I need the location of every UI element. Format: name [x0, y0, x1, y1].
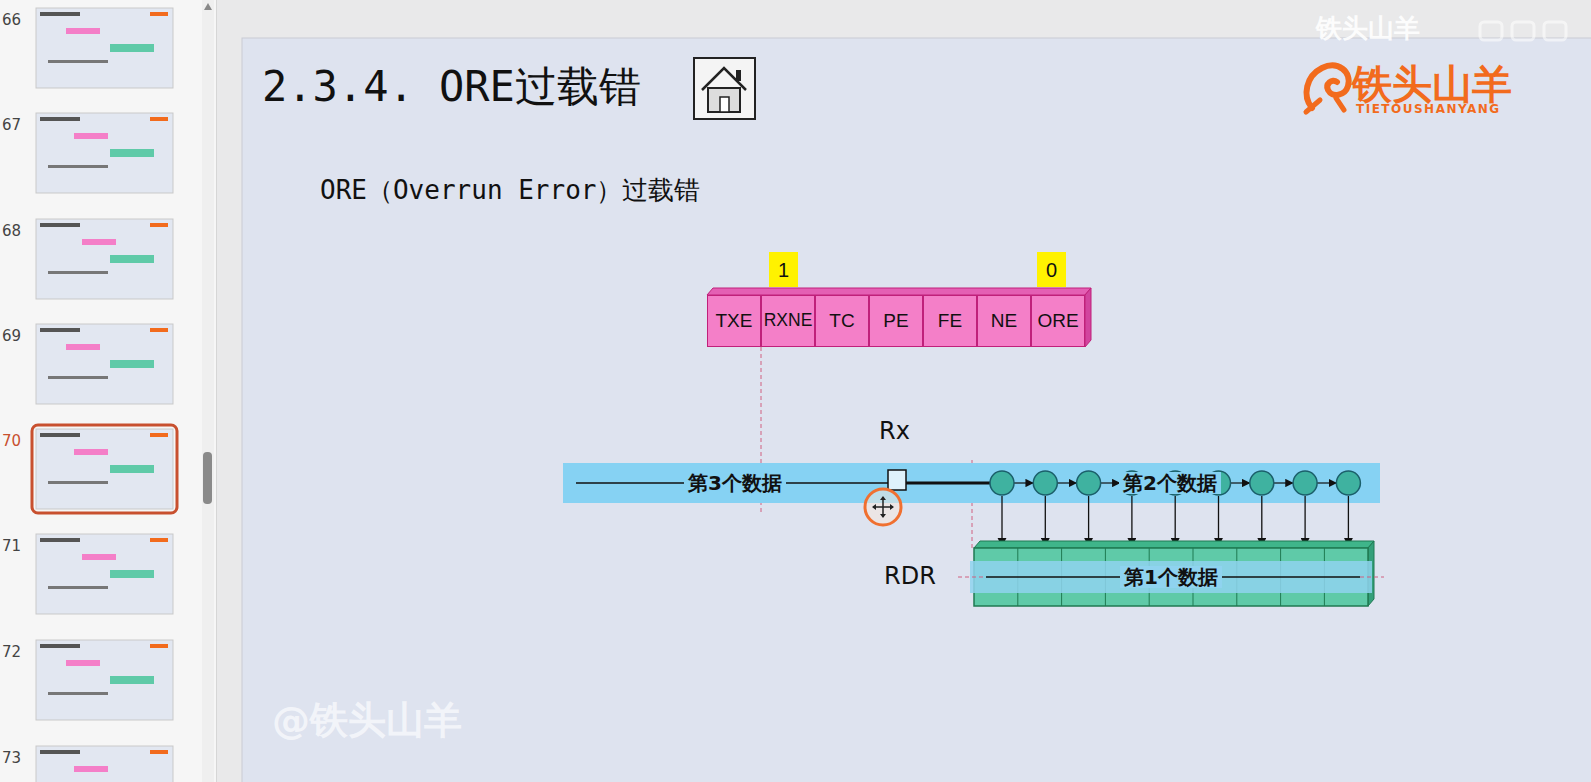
- register-shading: [707, 288, 1091, 347]
- slide-number: 73: [2, 750, 21, 767]
- slide-number: 71: [2, 538, 21, 555]
- sidebar: [0, 0, 216, 782]
- node-text: 0: [1046, 259, 1057, 281]
- slide-number: 67: [2, 117, 21, 134]
- watermark: 铁头山羊: [1316, 14, 1420, 43]
- mouse-cursor: [865, 489, 901, 525]
- subtitle: ORE（Overrun Error）过载错: [320, 176, 700, 205]
- data-band: [970, 561, 1372, 593]
- node-text: TXE: [716, 311, 753, 332]
- logo-icon: [1306, 65, 1349, 112]
- shift-register-bits: [990, 471, 1360, 546]
- rx-pin: [888, 470, 906, 490]
- slide-thumbnails: [32, 8, 177, 782]
- status-flag-cell: TXE: [707, 295, 761, 347]
- status-flag-cell: FE: [923, 295, 977, 347]
- node-text: RXNE: [764, 311, 813, 330]
- logo-text: 铁头山羊: [1352, 62, 1512, 106]
- slide-number: 72: [2, 644, 21, 661]
- node-text: PE: [883, 311, 908, 332]
- rx-band: [563, 463, 1380, 503]
- flag-value: 0: [1037, 252, 1066, 287]
- scroll-thumb: [203, 452, 212, 504]
- node-text: FE: [938, 311, 962, 332]
- slide-title: 2.3.4. ORE过载错: [262, 64, 641, 110]
- scrollbar: [202, 0, 214, 782]
- node-text: ORE: [1037, 311, 1078, 332]
- node-text: TC: [829, 311, 854, 332]
- status-flag-cell: ORE: [1031, 295, 1085, 347]
- register-name: RDR: [884, 563, 936, 589]
- status-flag-cell: PE: [869, 295, 923, 347]
- status-flag-cell: NE: [977, 295, 1031, 347]
- status-flag-cell: RXNE: [761, 295, 815, 347]
- status-flag-cell: TC: [815, 295, 869, 347]
- slide-number: 70: [2, 433, 21, 450]
- node-text: 第1个数据: [1120, 566, 1222, 588]
- slide-number: 68: [2, 223, 21, 240]
- home-icon: [694, 58, 755, 119]
- slide-number: 66: [2, 12, 21, 29]
- data-band: 第2个数据: [960, 463, 1380, 503]
- data-band: 第3个数据: [590, 463, 880, 503]
- node-text: NE: [991, 311, 1017, 332]
- slide-number: 69: [2, 328, 21, 345]
- flag-value: 1: [769, 252, 798, 287]
- slide-background: [242, 38, 1591, 782]
- data-line: [906, 482, 990, 485]
- logo-subtext: TIETOUSHANYANG: [1356, 103, 1501, 116]
- watermark: @铁头山羊: [272, 700, 462, 742]
- site-logo: [1480, 22, 1566, 40]
- node-text: 第2个数据: [1119, 472, 1221, 494]
- rdr-register: 第1个数据: [974, 548, 1368, 606]
- node-text: 1: [778, 259, 789, 281]
- pin-name: Rx: [879, 418, 910, 444]
- node-text: 第3个数据: [684, 472, 786, 494]
